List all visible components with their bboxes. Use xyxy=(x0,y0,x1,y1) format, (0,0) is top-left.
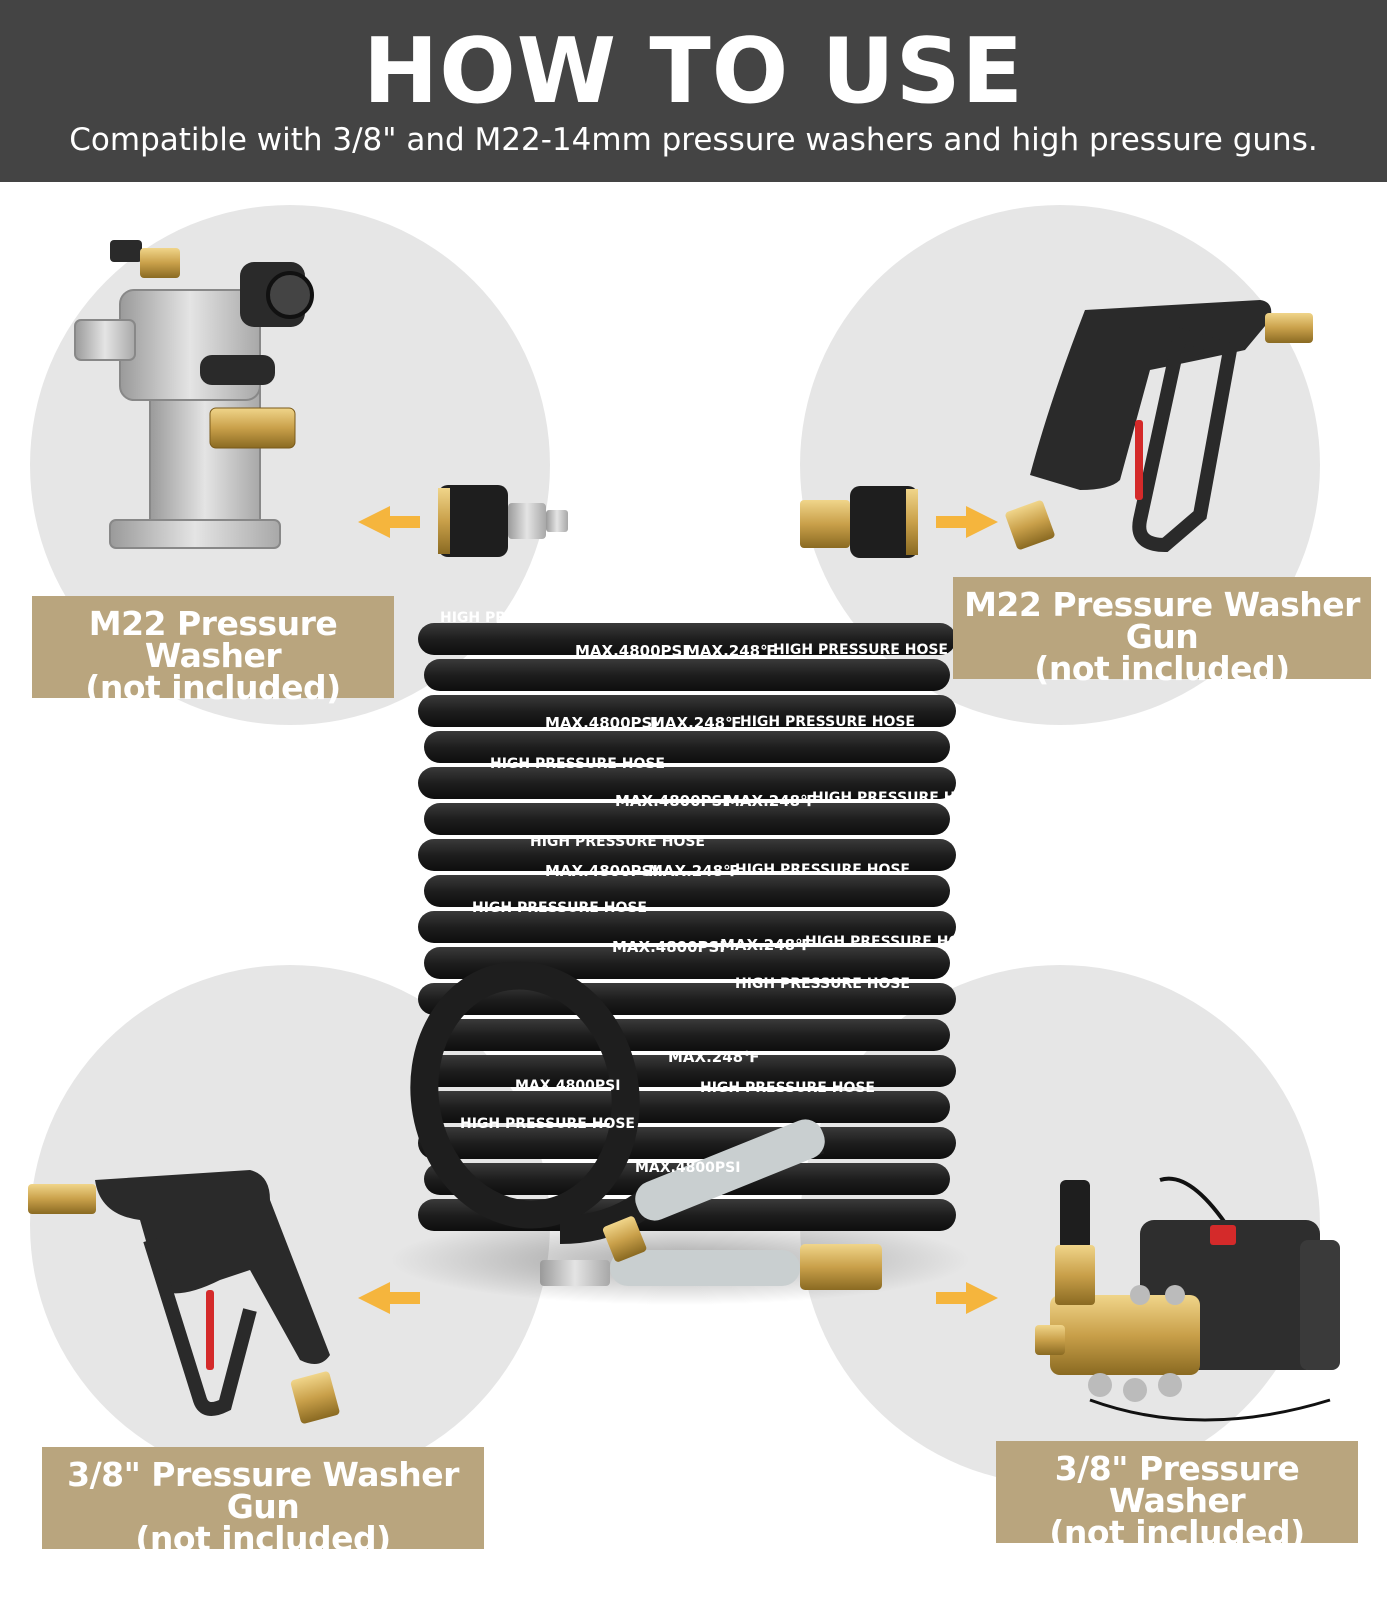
hose-print-23: HIGH PRESSURE HOSE xyxy=(700,1080,875,1096)
label-line1: M22 Pressure Washer xyxy=(88,604,338,675)
label-line2: (not included) xyxy=(135,1519,391,1558)
spray-gun-icon xyxy=(28,1170,340,1424)
hose-coil xyxy=(418,839,956,871)
page-subtitle: Compatible with 3/8" and M22-14mm pressu… xyxy=(69,122,1318,158)
label-3-8-pressure-washer-gun: 3/8" Pressure Washer Gun (not included) xyxy=(42,1447,484,1555)
hose-reel-icon: HIGH PRESSURE HOSE MAX.4800PSI MAX.248℉ … xyxy=(390,610,987,1305)
hose-coil xyxy=(424,803,950,835)
label-line2: (not included) xyxy=(85,668,341,707)
hose-print-24: HIGH PRESSURE HOSE xyxy=(460,1116,635,1132)
hose-print-16: HIGH PRESSURE HOSE xyxy=(472,900,647,916)
spray-gun-icon xyxy=(1005,300,1313,553)
hose-coil xyxy=(424,1019,950,1051)
hose-print-1: HIGH PRESSURE HOSE xyxy=(440,610,615,626)
coupler-icon xyxy=(800,486,918,558)
hose-coil xyxy=(418,911,956,943)
hose-print-21: MAX.248℉ xyxy=(668,1048,759,1066)
hose-print-19: HIGH PRESSURE HOSE xyxy=(805,934,980,950)
hose-print-5: MAX.4800PSI xyxy=(545,714,658,732)
hose-coil xyxy=(418,623,956,655)
hose-print-11: HIGH PRESSURE HOSE xyxy=(812,790,987,806)
hose-coil xyxy=(418,767,956,799)
hose-print-7: HIGH PRESSURE HOSE xyxy=(740,714,915,730)
hose-print-15: HIGH PRESSURE HOSE xyxy=(735,862,910,878)
hose-coil xyxy=(424,1091,950,1123)
hose-coil xyxy=(418,1055,956,1087)
coupler-icon xyxy=(438,485,568,557)
hose-print-10: MAX.248℉ xyxy=(725,792,816,810)
hose-print-2: MAX.4800PSI xyxy=(575,642,688,660)
hose-coil xyxy=(424,731,950,763)
label-line1: 3/8" Pressure Washer xyxy=(1054,1449,1300,1520)
hose-print-4: HIGH PRESSURE HOSE xyxy=(773,642,948,658)
hose-print-20: HIGH PRESSURE HOSE xyxy=(735,976,910,992)
arrow-right-icon xyxy=(936,1282,998,1314)
pump-icon xyxy=(74,240,314,549)
label-3-8-pressure-washer: 3/8" Pressure Washer (not included) xyxy=(996,1441,1358,1549)
label-m22-pressure-washer: M22 Pressure Washer (not included) xyxy=(32,596,394,704)
hose-coil xyxy=(424,659,950,691)
hose-print-3: MAX.248℉ xyxy=(685,642,776,660)
arrow-left-icon xyxy=(358,506,420,538)
arrow-left-icon xyxy=(358,1282,420,1314)
hose-print-17: MAX.4800PSI xyxy=(612,938,725,956)
hose-print-8: HIGH PRESSURE HOSE xyxy=(490,756,665,772)
hose-coil xyxy=(418,695,956,727)
label-line2: (not included) xyxy=(1049,1513,1305,1552)
hose-print-25: MAX.4800PSI xyxy=(635,1160,740,1176)
hose-print-14: MAX.248℉ xyxy=(648,862,739,880)
pump-icon xyxy=(1035,1176,1340,1422)
page-title: HOW TO USE xyxy=(362,19,1025,124)
hose-print-13: MAX.4800PSI xyxy=(545,862,658,880)
hose-coil xyxy=(424,875,950,907)
hose-print-9: MAX.4800PSI xyxy=(615,792,728,810)
label-line2: (not included) xyxy=(1034,649,1290,688)
hose-print-18: MAX.248℉ xyxy=(720,936,811,954)
hose-print-22: MAX.4800PSI xyxy=(515,1078,620,1094)
label-line1: M22 Pressure Washer Gun xyxy=(964,585,1360,656)
label-line1: 3/8" Pressure Washer Gun xyxy=(67,1455,459,1526)
arrow-right-icon xyxy=(936,506,998,538)
hose-print-12: HIGH PRESSURE HOSE xyxy=(530,834,705,850)
header-banner: HOW TO USE Compatible with 3/8" and M22-… xyxy=(0,0,1387,182)
label-m22-pressure-washer-gun: M22 Pressure Washer Gun (not included) xyxy=(953,577,1371,685)
hose-print-6: MAX.248℉ xyxy=(650,714,741,732)
